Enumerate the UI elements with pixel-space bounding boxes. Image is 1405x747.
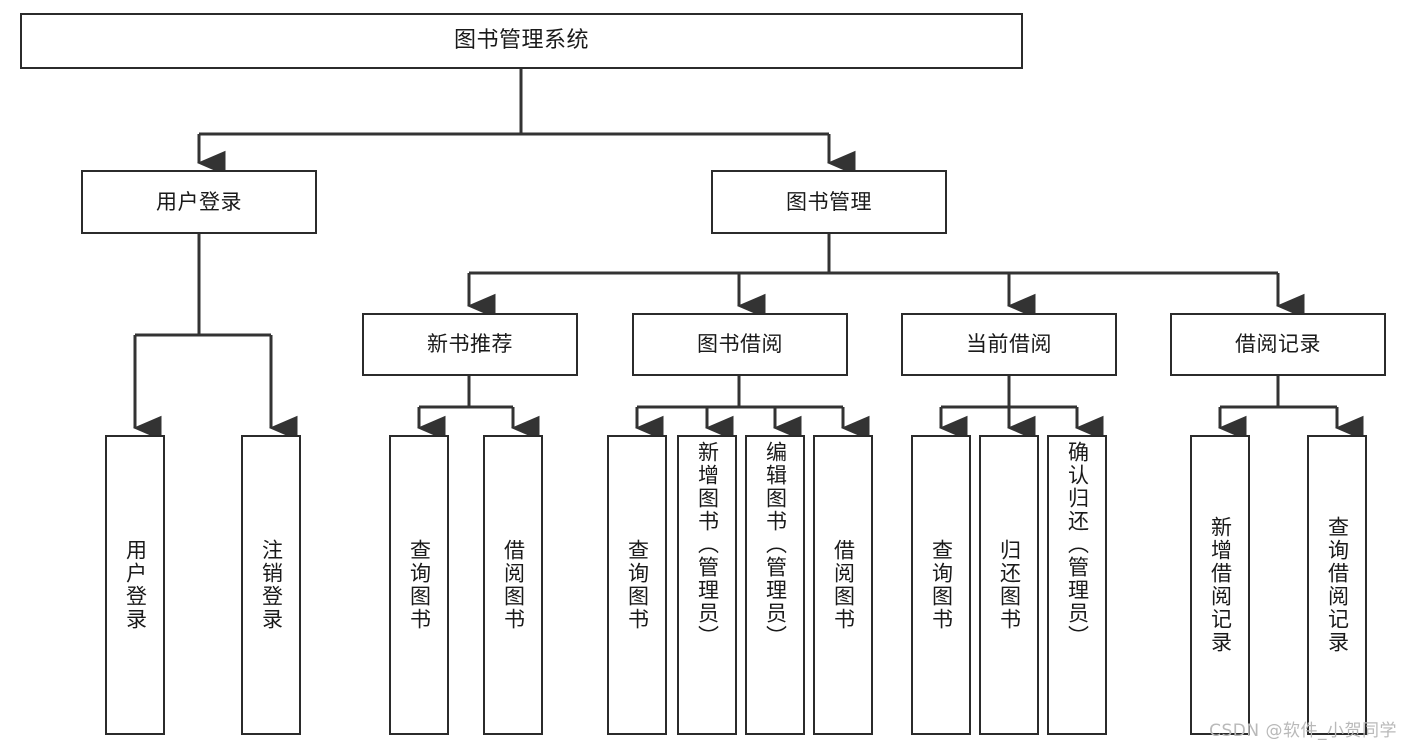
- node-leaf-query-book-3[interactable]: 查询图书: [911, 435, 971, 735]
- node-leaf-confirm-return[interactable]: 确认归还（管理员）: [1047, 435, 1107, 735]
- node-borrow-record[interactable]: 借阅记录: [1170, 313, 1386, 376]
- node-label: 新增图书（管理员）: [695, 441, 720, 648]
- node-label: 注销登录: [259, 539, 284, 631]
- node-leaf-return-book[interactable]: 归还图书: [979, 435, 1039, 735]
- node-label: 借阅图书: [831, 539, 856, 631]
- node-root-system[interactable]: 图书管理系统: [20, 13, 1023, 69]
- node-label: 当前借阅: [966, 332, 1052, 357]
- node-label: 图书管理: [786, 189, 872, 214]
- node-label: 图书管理系统: [453, 28, 589, 54]
- node-current-borrow[interactable]: 当前借阅: [901, 313, 1117, 376]
- node-label: 查询图书: [407, 539, 432, 631]
- node-label: 图书借阅: [697, 332, 783, 357]
- node-book-management[interactable]: 图书管理: [711, 170, 947, 234]
- node-leaf-query-book-1[interactable]: 查询图书: [389, 435, 449, 735]
- node-new-book-recommend[interactable]: 新书推荐: [362, 313, 578, 376]
- node-leaf-query-book-2[interactable]: 查询图书: [607, 435, 667, 735]
- node-label: 查询图书: [625, 539, 650, 631]
- node-label: 借阅记录: [1235, 332, 1321, 357]
- node-user-login[interactable]: 用户登录: [81, 170, 317, 234]
- node-leaf-borrow-book-1[interactable]: 借阅图书: [483, 435, 543, 735]
- node-leaf-add-book[interactable]: 新增图书（管理员）: [677, 435, 737, 735]
- node-leaf-add-record[interactable]: 新增借阅记录: [1190, 435, 1250, 735]
- node-label: 归还图书: [997, 539, 1022, 631]
- node-label: 新增借阅记录: [1208, 516, 1233, 654]
- node-label: 查询借阅记录: [1325, 516, 1350, 654]
- node-label: 用户登录: [156, 189, 242, 214]
- node-label: 确认归还（管理员）: [1065, 441, 1090, 648]
- csdn-watermark: CSDN @软件_小贺同学: [1209, 721, 1397, 741]
- node-book-borrow[interactable]: 图书借阅: [632, 313, 848, 376]
- node-label: 借阅图书: [501, 539, 526, 631]
- node-leaf-borrow-book-2[interactable]: 借阅图书: [813, 435, 873, 735]
- node-label: 查询图书: [929, 539, 954, 631]
- node-label: 新书推荐: [427, 332, 513, 357]
- node-leaf-user-login[interactable]: 用户登录: [105, 435, 165, 735]
- node-leaf-logout-login[interactable]: 注销登录: [241, 435, 301, 735]
- node-leaf-edit-book[interactable]: 编辑图书（管理员）: [745, 435, 805, 735]
- node-label: 用户登录: [123, 539, 148, 631]
- node-label: 编辑图书（管理员）: [763, 441, 788, 648]
- node-leaf-query-record[interactable]: 查询借阅记录: [1307, 435, 1367, 735]
